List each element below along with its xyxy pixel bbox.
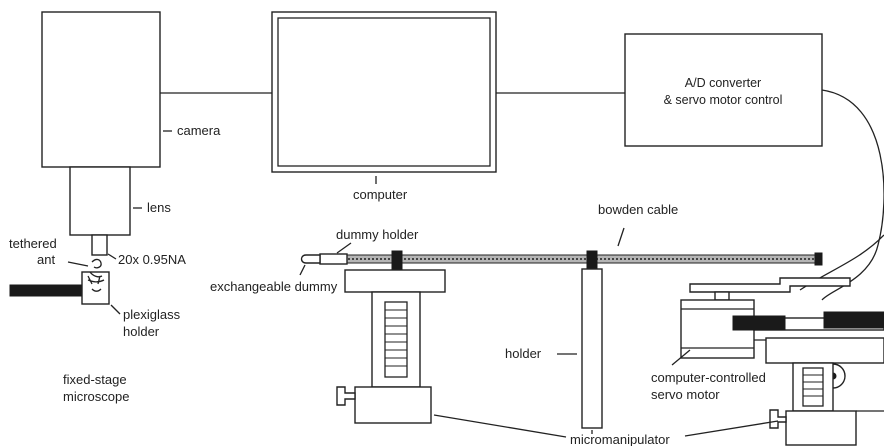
right-rack-teeth <box>803 374 823 397</box>
servo-leader <box>671 349 691 366</box>
computer-label: computer <box>353 187 408 202</box>
tethered-ant-label-1: tethered <box>9 236 57 251</box>
plexiglass-holder-box <box>81 271 110 305</box>
holder-label: holder <box>505 346 542 361</box>
camera-body <box>41 11 161 168</box>
bowden-cable-end <box>814 252 823 266</box>
left-micromanipulator-column <box>371 291 421 388</box>
micromanipulator-label: micromanipulator <box>570 432 670 446</box>
tether-bar <box>9 284 83 297</box>
right-micromanipulator-base <box>785 410 857 446</box>
left-micromanipulator-base <box>354 386 432 424</box>
dummy-holder-label: dummy holder <box>336 227 419 242</box>
servo-motor-label-1: computer-controlled <box>651 370 766 385</box>
servo-slider-block-1 <box>732 315 786 331</box>
right-micromanipulator-column <box>792 362 834 412</box>
plexiglass-leader <box>110 304 121 315</box>
ant-icon <box>87 258 105 292</box>
dummy-holder-leader <box>336 242 352 254</box>
left-clamp <box>391 250 403 270</box>
right-micromanipulator-rack <box>802 367 824 407</box>
exchangeable-dummy <box>300 254 321 264</box>
servo-cap <box>714 291 730 301</box>
ad-converter-label-1: A/D converter <box>685 76 761 90</box>
holder-post <box>581 268 603 429</box>
exchangeable-dummy-label: exchangeable dummy <box>210 279 338 294</box>
ad-converter-box <box>624 33 823 147</box>
objective-label: 20x 0.95NA <box>118 252 186 267</box>
objective-leader <box>107 253 117 260</box>
plexiglass-label-2: holder <box>123 324 160 339</box>
computer-monitor-inner <box>277 17 491 167</box>
plexiglass-label-1: plexiglass <box>123 307 181 322</box>
micromanipulator-leader-left <box>433 414 567 438</box>
servo-slider-block-2 <box>823 311 884 329</box>
dummy-leader <box>299 264 306 276</box>
camera-label: camera <box>177 123 221 138</box>
microscope-label-1: fixed-stage <box>63 372 127 387</box>
servo-arm <box>689 277 851 293</box>
lens-body <box>69 166 131 236</box>
micromanipulator-leader-right <box>684 420 779 437</box>
lens-label: lens <box>147 200 171 215</box>
left-rack-teeth <box>385 309 407 367</box>
tethered-ant-label-2: ant <box>37 252 55 267</box>
left-knob <box>336 386 356 406</box>
objective <box>91 234 108 256</box>
bowden-cable-label: bowden cable <box>598 202 678 217</box>
computer-monitor-outer <box>271 11 497 173</box>
bowden-cable-leader <box>617 227 625 247</box>
left-micromanipulator-rack <box>384 301 408 378</box>
microscope-label-2: microscope <box>63 389 129 404</box>
ad-converter-label-2: & servo motor control <box>664 93 783 107</box>
right-micromanipulator-top <box>765 337 884 364</box>
right-knob <box>769 409 787 429</box>
left-micromanipulator-top <box>344 269 446 293</box>
ad-servo-cable <box>821 89 884 301</box>
dummy-holder <box>319 253 348 265</box>
holder-clamp <box>586 250 598 270</box>
ant-leader <box>67 261 89 267</box>
servo-motor-label-2: servo motor <box>651 387 720 402</box>
